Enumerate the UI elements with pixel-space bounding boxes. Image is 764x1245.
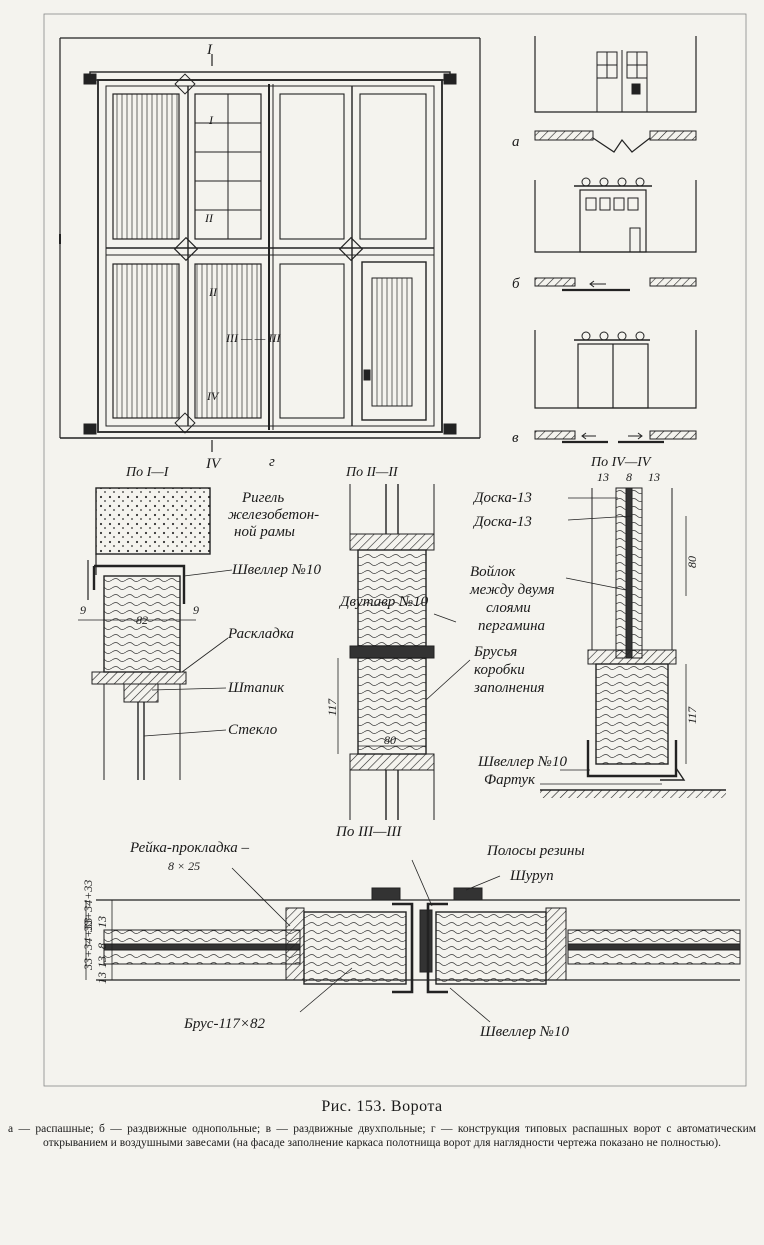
scheme-a-letter: а [512,134,520,150]
section-4-label-2: Войлок [470,564,516,580]
section-2-dim-1: 80 [384,733,396,747]
gate-elevation [59,37,481,452]
elevation-mark-1: I [208,113,214,127]
scheme-b [534,177,697,292]
scheme-a [534,36,697,153]
section-2-label-1: Брусья [473,644,517,660]
section-2-header: По II—II [345,465,399,480]
scheme-b-letter: б [512,276,520,292]
plan-drawing [85,859,741,1023]
section-1-label-3: Швеллер №10 [231,562,321,578]
section-2-label-3: заполнения [473,680,545,696]
section-2-footer: По III—III [335,824,402,840]
section-4-dim-0: 80 [685,556,699,568]
section-2-drawing [337,484,471,820]
scheme-c [534,330,697,444]
section-1-label-5: Штапик [227,680,285,696]
plan-label-2: Полосы резины [486,843,585,859]
section-1-label-6: Стекло [228,722,278,738]
section-1-dim-0: 9 [80,603,86,617]
section-4-label-5: пергамина [478,618,545,634]
section-1-dim-1: 82 [136,613,148,627]
section-4-dim-1: 117 [685,706,699,724]
section-2-dim-0: 117 [325,698,339,716]
plan-label-4: Брус-117×82 [183,1016,265,1032]
elevation-mark-2: II [204,211,214,225]
plan-label-3: Шуруп [509,868,554,884]
section-4-label-6: Швеллер №10 [477,754,567,770]
elevation-mark-4: III — — III [225,331,281,345]
section-4-dim-top-2: 13 [648,470,660,484]
section-1-label-4: Раскладка [227,626,294,642]
section-1-drawing [78,487,233,780]
sheet-border [43,13,747,1087]
section-4-dim-top-0: 13 [597,470,609,484]
plan-label-1: 8 × 25 [168,859,200,873]
section-1-label-1: железобетон- [228,507,319,523]
scheme-c-letter: в [512,430,519,446]
elevation-panel-letter: г [269,454,275,470]
section-4-dim-top-1: 8 [626,470,632,484]
section-4-label-7: Фартук [484,772,536,788]
section-4-label-4: слоями [486,600,531,616]
elevation-section-mark-bottom: IV [205,456,222,472]
section-4-label-1: Доска-13 [472,514,532,530]
plan-dim-0: 33+34+33 [81,880,95,933]
caption-title: Рис. 153. Ворота [321,1098,443,1115]
section-1-label-2: ной рамы [234,524,295,540]
section-1-header: По I—I [125,465,170,480]
section-2-label-0: Двутавр №10 [338,594,429,610]
plan-dim-5: 13 [95,972,109,984]
section-1-dim-2: 9 [193,603,199,617]
plan-dim-4: 33+34+33 [81,918,95,971]
plan-dim-3: 13 [95,956,109,968]
plan-dim-2: 8 [95,943,109,949]
section-4-header: По IV—IV [590,455,652,470]
section-2-label-2: коробки [474,662,525,678]
plan-label-0: Рейка-прокладка – [129,840,249,856]
caption-text: а — распашные; б — раздвижные однопольны… [8,1123,756,1149]
section-4-drawing [540,487,726,798]
section-4-label-0: Доска-13 [472,490,532,506]
figure-caption: Рис. 153. Ворота а — распашные; б — разд… [8,1098,756,1150]
plan-dim-1: 13 [95,916,109,928]
elevation-section-mark-top: I [206,42,213,58]
elevation-mark-3: II [208,285,218,299]
section-1-label-0: Ригель [241,490,284,506]
section-4-label-3: между двумя [469,582,555,598]
plan-label-5: Швеллер №10 [479,1024,569,1040]
elevation-mark-5: IV [206,389,220,403]
